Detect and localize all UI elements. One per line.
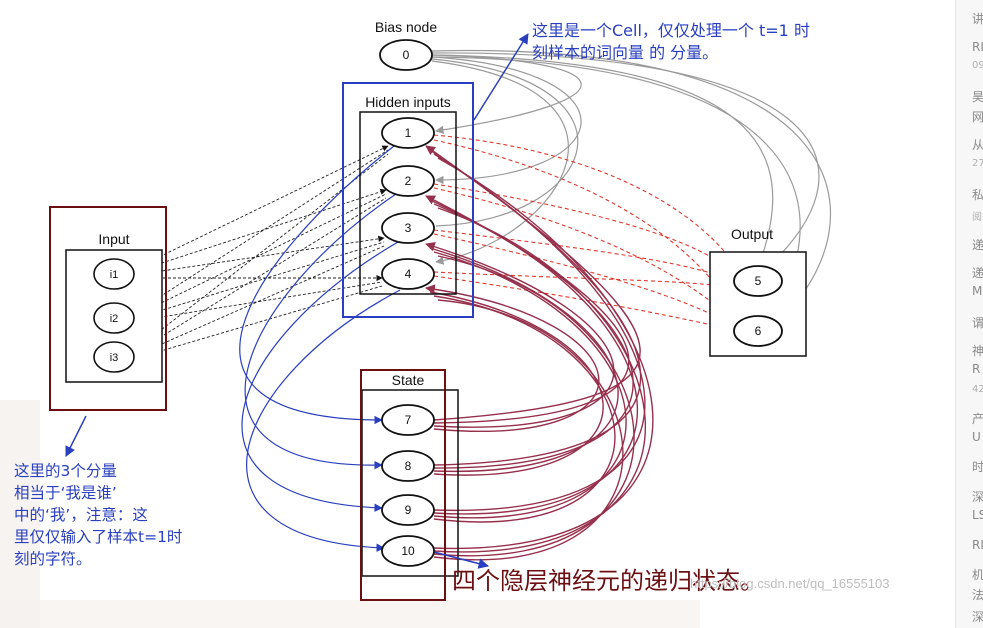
hidden-node-label: 1 [405, 126, 412, 140]
watermark: https://blog.csdn.net/qq_16555103 [690, 576, 890, 591]
state-node-label: 7 [405, 413, 412, 427]
input-node-i1: i1 [93, 258, 135, 290]
state-note-arrow [433, 551, 490, 569]
sidebar-fragment-text: 谓 [972, 316, 983, 330]
state-annotation-box [360, 369, 446, 601]
input-node-label: i3 [110, 352, 119, 364]
output-title: Output [731, 226, 773, 242]
input-note-line-4: 里仅仅输入了样本t=1时 [14, 528, 183, 546]
cell-note-line-1: 这里是一个Cell，仅仅处理一个 t=1 时 [532, 21, 810, 40]
input-note-line-1: 这里的3个分量 [14, 462, 117, 480]
sidebar-fragment-text: 深 [972, 490, 983, 504]
sidebar-fragment-text: 时 [972, 460, 983, 474]
bias-node-label: 0 [403, 48, 410, 62]
state-node-label: 9 [405, 503, 412, 517]
hidden-node-3: 3 [381, 212, 435, 244]
input-note: 这里的3个分量 相当于‘我是谁’ 中的‘我’，注意：这 里仅仅输入了样本t=1时… [14, 460, 182, 570]
sidebar-fragment-text: M [972, 284, 983, 298]
sidebar-fragment-text: 27 [972, 158, 983, 169]
sidebar-fragment-text: 从 [972, 138, 983, 152]
output-node-label: 5 [755, 274, 762, 288]
background-photo-left [0, 400, 40, 628]
sidebar-fragment-text: R [972, 362, 981, 376]
output-node-label: 6 [755, 324, 762, 338]
hidden-title: Hidden inputs [365, 94, 451, 110]
input-title: Input [98, 231, 129, 247]
input-note-line-2: 相当于‘我是谁’ [14, 484, 117, 502]
input-node-label: i1 [110, 269, 119, 281]
input-annotation-box [49, 206, 167, 411]
sidebar-fragment-text: 神 [972, 344, 983, 358]
sidebar-fragment-text: 讲 [972, 12, 983, 26]
input-note-line-5: 刻的字符。 [14, 550, 92, 568]
sidebar-fragment-text: 递 [972, 266, 983, 280]
sidebar-fragment-text: 机 [972, 568, 983, 582]
hidden-node-label: 4 [405, 267, 412, 281]
hidden-box [359, 111, 457, 295]
input-node-label: i2 [110, 313, 119, 325]
state-node-label: 8 [405, 459, 412, 473]
sidebar-fragment-text: 42 [972, 384, 983, 395]
cell-note-line-2: 刻样本的词向量 的 分量。 [532, 43, 719, 62]
state-title: State [392, 372, 425, 388]
state-node-8: 8 [381, 450, 435, 482]
state-node-7: 7 [381, 404, 435, 436]
output-node-5: 5 [733, 265, 783, 297]
bias-title: Bias node [375, 19, 437, 35]
hidden-node-label: 2 [405, 174, 412, 188]
cell-note-arrow [473, 33, 529, 121]
cell-note: 这里是一个Cell，仅仅处理一个 t=1 时 刻样本的词向量 的 分量。 [532, 20, 810, 64]
state-node-10: 10 [381, 535, 435, 567]
hidden-node-4: 4 [381, 258, 435, 290]
hidden-node-label: 3 [405, 221, 412, 235]
sidebar-fragment-text: RI [972, 538, 983, 552]
hidden-annotation-box [342, 82, 474, 318]
state-node-9: 9 [381, 494, 435, 526]
sidebar-fragment-text: 阅 [972, 212, 982, 223]
input-note-line-3: 中的‘我’，注意：这 [14, 506, 148, 524]
sidebar-fragment-text: 私 [972, 188, 983, 202]
input-note-arrow [65, 415, 87, 457]
sidebar-fragment-text: LS [972, 508, 983, 522]
sidebar-fragment-text: 网 [972, 110, 983, 124]
sidebar-fragment: 讲 RI 09 昊 网 从 27 私 阅 递 递 M 谓 神 R 42 产 U … [955, 0, 983, 628]
background-photo-bottom [0, 600, 700, 628]
state-note: 四个隐层神经元的递归状态。 [452, 567, 764, 595]
hidden-node-1: 1 [381, 117, 435, 149]
output-node-6: 6 [733, 315, 783, 347]
bias-node: 0 [379, 39, 433, 71]
state-node-label: 10 [401, 544, 415, 558]
hidden-node-2: 2 [381, 165, 435, 197]
state-to-hidden-edges [425, 145, 654, 561]
sidebar-fragment-text: U [972, 430, 981, 444]
sidebar-fragment-text: 深 [972, 610, 983, 624]
sidebar-fragment-text: 昊 [972, 90, 983, 104]
sidebar-fragment-text: RI [972, 40, 983, 54]
input-node-i3: i3 [93, 341, 135, 373]
sidebar-fragment-text: 递 [972, 238, 983, 252]
sidebar-fragment-text: 法 [972, 588, 983, 602]
sidebar-fragment-text: 09 [972, 60, 983, 71]
hidden-to-state-edges [239, 145, 401, 552]
sidebar-fragment-text: 产 [972, 412, 983, 426]
input-node-i2: i2 [93, 302, 135, 334]
